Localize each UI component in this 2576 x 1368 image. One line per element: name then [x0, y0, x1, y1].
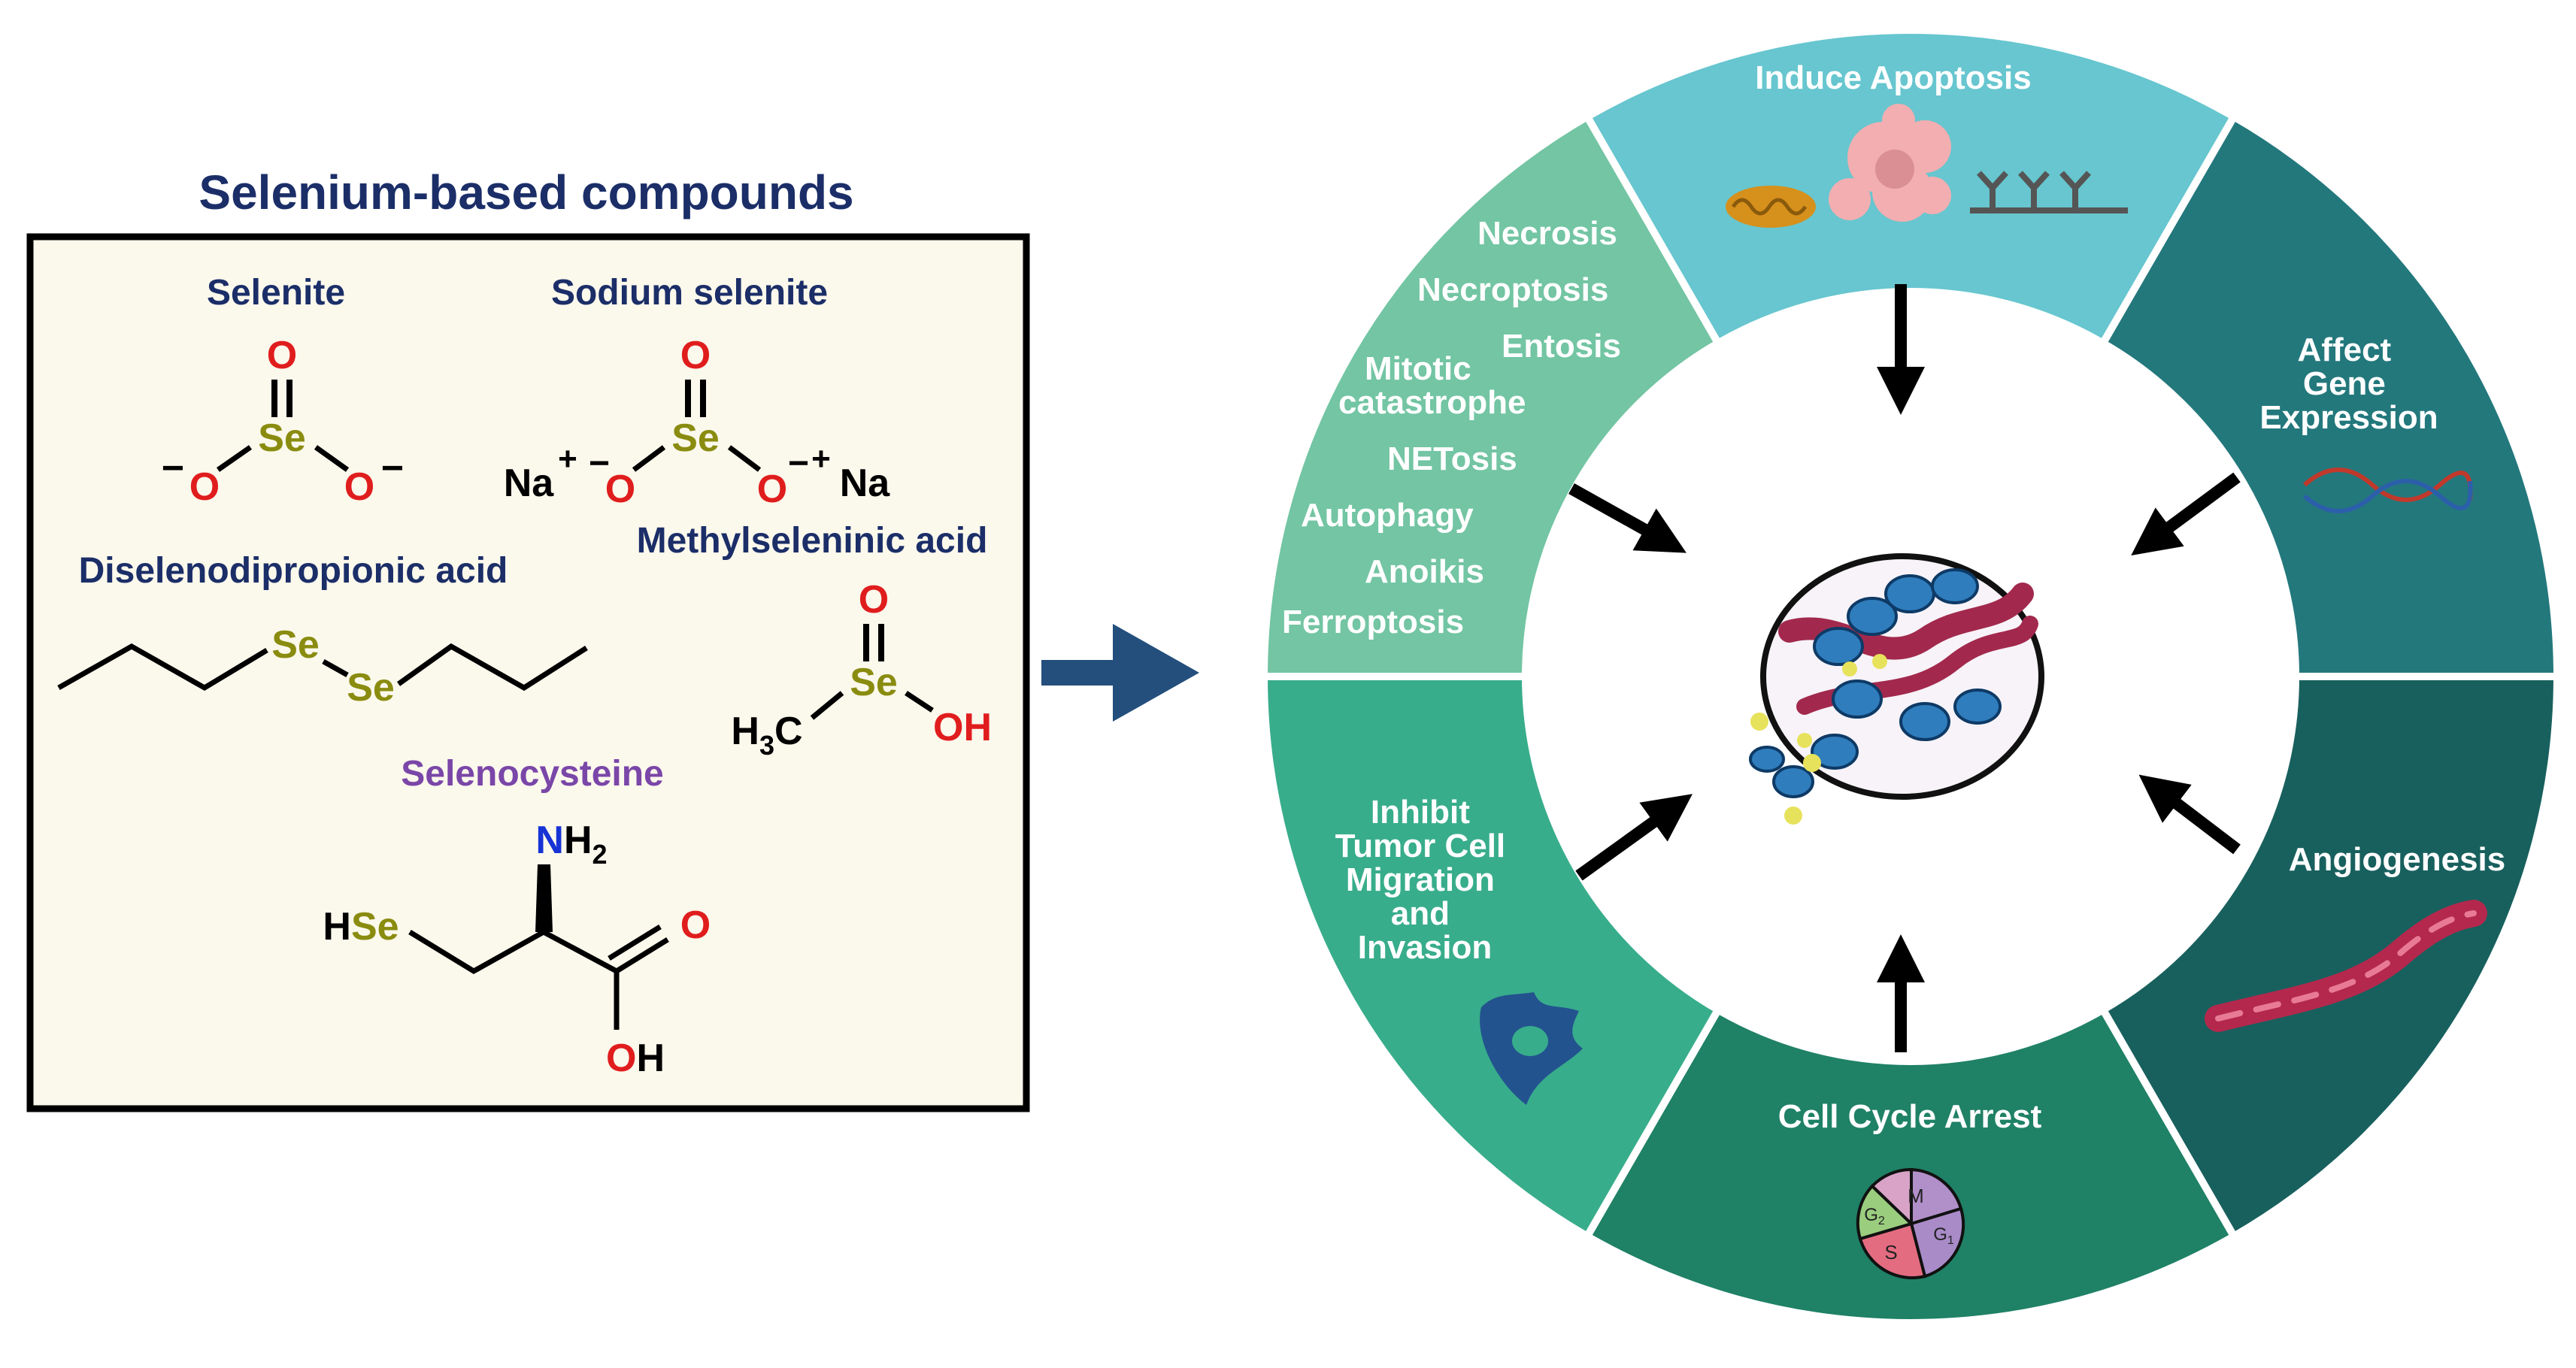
arrow-lower-right	[2138, 774, 2241, 855]
sodium-ion-right: Na	[840, 462, 891, 505]
methyl-group: H3C	[731, 710, 802, 761]
death-mitotic: Mitotic	[1365, 350, 1471, 387]
cell-cycle-pie-icon: M G2 G1 S	[1856, 1167, 1965, 1279]
carboxyl-hydroxyl: OH	[606, 1037, 665, 1080]
label-induce-apoptosis: Induce Apoptosis	[1755, 59, 2032, 96]
selenite-minus-right: −	[381, 446, 404, 490]
death-netosis: NETosis	[1387, 440, 1517, 477]
arrow-lower-left	[1575, 794, 1693, 881]
methylseleninic-structure: Methylseleninic acid O Se H3C OH	[637, 521, 992, 761]
sodium-plus-left: +	[558, 440, 577, 477]
amino-group: NH2	[535, 819, 607, 870]
death-catastrophe: catastrophe	[1338, 384, 1526, 421]
label-inhibit-migration: Inhibit Tumor Cell Migration and Invasio…	[1335, 794, 1515, 966]
death-autophagy: Autophagy	[1301, 497, 1474, 534]
segment-affect-gene-expression	[2098, 111, 2562, 680]
tumor-icon	[1749, 553, 2044, 825]
methylseleninic-hydroxyl: OH	[933, 706, 992, 749]
carboxyl-oxygen: O	[680, 903, 711, 947]
mechanism-wheel	[1259, 26, 2562, 1327]
selenite-structure: Selenite O Se O O − −	[162, 273, 404, 509]
center-arrows	[1568, 284, 2241, 1052]
diselenodipropionic-structure: Diselenodipropionic acid Se Se	[57, 551, 588, 710]
sodium-selenite-oxygen-top: O	[680, 334, 711, 377]
death-necroptosis: Necroptosis	[1417, 271, 1608, 308]
sodium-selenite-structure: Sodium selenite O Se O O − − Na + + Na	[504, 273, 891, 511]
phase-g1: G1	[1933, 1224, 1954, 1247]
diselenodipropionic-label: Diselenodipropionic acid	[79, 551, 508, 591]
receptor-icon	[1970, 171, 2128, 213]
mitochondria-icon	[1726, 186, 1816, 228]
selenite-minus-left: −	[162, 446, 184, 490]
sodium-selenite-minus-right: −	[788, 443, 809, 483]
selenite-selenium: Se	[258, 416, 306, 460]
segment-angiogenesis	[2098, 673, 2562, 1242]
selenite-label: Selenite	[207, 273, 345, 313]
panel-title: Selenium-based compounds	[199, 165, 853, 219]
sodium-selenite-selenium: Se	[671, 416, 720, 460]
migrating-cell-icon	[1480, 992, 1583, 1105]
sodium-ion-left: Na	[504, 462, 555, 505]
sodium-plus-right: +	[811, 440, 831, 477]
segment-cell-cycle-arrest	[1582, 1004, 2239, 1327]
selenite-oxygen-left: O	[189, 465, 220, 509]
death-necrosis: Necrosis	[1477, 215, 1617, 252]
arrow-upper-right	[2131, 472, 2241, 556]
selenocysteine-label: Selenocysteine	[401, 754, 664, 794]
diselenodipropionic-selenium-2: Se	[347, 666, 395, 710]
thiol-group: HSe	[323, 905, 399, 949]
methylseleninic-label: Methylseleninic acid	[637, 521, 988, 561]
phase-s: S	[1884, 1241, 1897, 1264]
sodium-selenite-minus-left: −	[589, 443, 610, 483]
methylseleninic-selenium: Se	[850, 661, 898, 704]
apoptotic-cell-icon	[1829, 104, 1951, 222]
selenite-oxygen-top: O	[267, 334, 297, 377]
blue-arrow-icon	[1041, 624, 1199, 722]
cell-death-list: Necrosis Necroptosis Entosis Mitotic cat…	[1282, 215, 1621, 640]
blood-vessel-icon	[2205, 900, 2487, 1032]
phase-g2: G2	[1864, 1205, 1885, 1227]
label-cell-cycle-arrest: Cell Cycle Arrest	[1778, 1098, 2042, 1135]
sodium-selenite-oxygen-right: O	[757, 468, 787, 511]
label-angiogenesis: Angiogenesis	[2289, 841, 2506, 878]
sodium-selenite-oxygen-left: O	[605, 468, 635, 511]
selenite-oxygen-right: O	[344, 465, 374, 509]
phase-m: M	[1908, 1185, 1924, 1207]
label-affect-gene-expression: Affect Gene Expression	[2259, 331, 2438, 436]
sodium-selenite-label: Sodium selenite	[551, 273, 828, 313]
death-entosis: Entosis	[1502, 328, 1621, 365]
dna-icon	[2303, 468, 2473, 513]
arrow-upper-left	[1568, 483, 1687, 553]
segment-inhibit-migration	[1259, 673, 1723, 1242]
diselenodipropionic-selenium-1: Se	[271, 623, 320, 667]
death-ferroptosis: Ferroptosis	[1282, 604, 1464, 640]
death-anoikis: Anoikis	[1365, 553, 1484, 590]
methylseleninic-oxygen-top: O	[859, 578, 889, 622]
compound-panel	[26, 233, 1030, 1112]
selenocysteine-structure: Selenocysteine NH2 HSe O OH	[323, 754, 711, 1080]
